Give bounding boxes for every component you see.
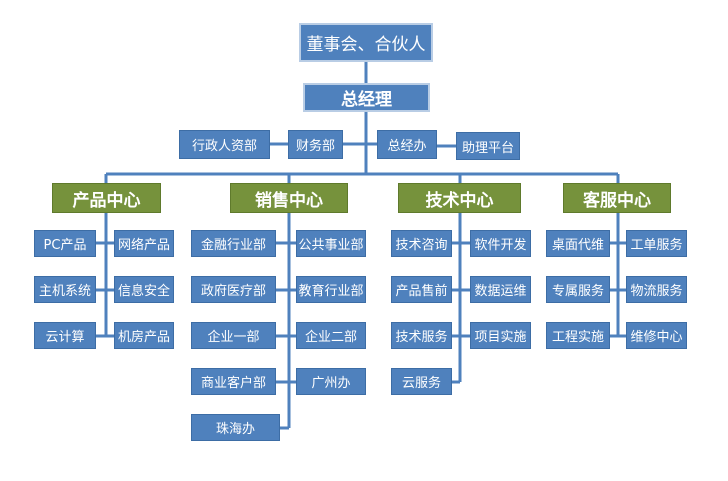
staff-assistant-platform: 助理平台	[456, 132, 520, 160]
tech-left-item: 技术服务	[391, 322, 452, 349]
staff-gm-office: 总经办	[377, 130, 437, 159]
service-left-item: 工程实施	[546, 322, 610, 349]
staff-finance: 财务部	[288, 130, 343, 159]
product-right-item: 信息安全	[114, 276, 174, 303]
tech-left-item: 产品售前	[391, 276, 452, 303]
product-left-item: 主机系统	[34, 276, 96, 303]
service-right-item: 工单服务	[626, 230, 687, 257]
service-left-item: 桌面代维	[546, 230, 610, 257]
sales-left-item: 珠海办	[191, 414, 280, 441]
tech-right-item: 数据运维	[470, 276, 531, 303]
dept-sales: 销售中心	[230, 183, 348, 213]
tech-left-item: 云服务	[391, 368, 452, 395]
tech-left-item: 技术咨询	[391, 230, 452, 257]
staff-admin-hr: 行政人资部	[179, 130, 270, 159]
service-right-item: 维修中心	[626, 322, 687, 349]
product-left-item: PC产品	[34, 230, 96, 257]
board-box: 董事会、合伙人	[299, 23, 433, 62]
sales-left-item: 商业客户部	[191, 368, 276, 395]
dept-service: 客服中心	[563, 183, 671, 213]
sales-left-item: 企业一部	[191, 322, 276, 349]
dept-product: 产品中心	[52, 183, 161, 213]
sales-right-item: 企业二部	[296, 322, 366, 349]
product-right-item: 网络产品	[114, 230, 174, 257]
tech-right-item: 软件开发	[470, 230, 531, 257]
sales-right-item: 教育行业部	[296, 276, 366, 303]
tech-right-item: 项目实施	[470, 322, 531, 349]
sales-left-item: 政府医疗部	[191, 276, 276, 303]
service-right-item: 物流服务	[626, 276, 687, 303]
product-right-item: 机房产品	[114, 322, 174, 349]
service-left-item: 专属服务	[546, 276, 610, 303]
sales-right-item: 公共事业部	[296, 230, 366, 257]
dept-tech: 技术中心	[398, 183, 521, 213]
product-left-item: 云计算	[34, 322, 96, 349]
general-manager-box: 总经理	[303, 83, 430, 112]
sales-right-item: 广州办	[296, 368, 366, 395]
sales-left-item: 金融行业部	[191, 230, 276, 257]
